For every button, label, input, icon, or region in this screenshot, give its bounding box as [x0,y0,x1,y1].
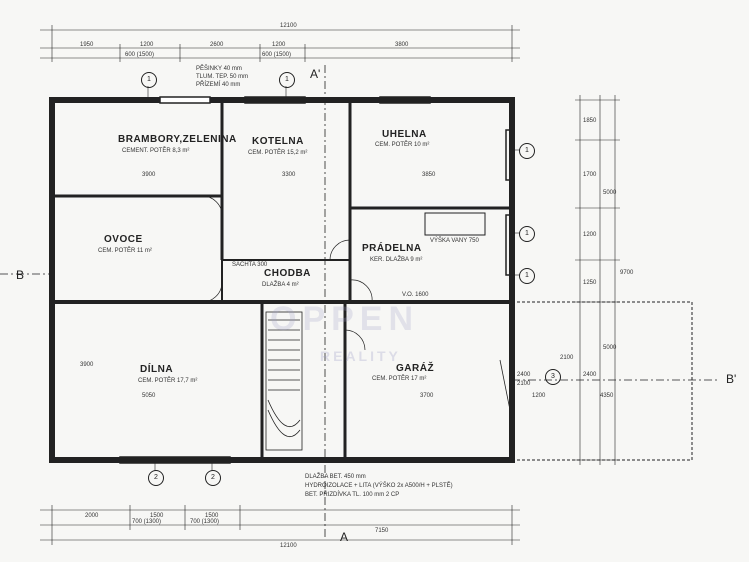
dim-room-2: 3300 [282,172,296,178]
room-name-ovoce: OVOCE [104,234,143,245]
dim-right-part-2: 1700 [583,172,597,178]
staircase [265,311,303,451]
garage-extension [511,301,693,461]
dim-room-3: 3850 [422,172,436,178]
note-top-3: PŘÍZEMÍ 40 mm [196,82,241,88]
dim-right-part-3: 1200 [583,232,597,238]
dim-room-12: 5000 [603,345,617,351]
dim-right-part-4: 1250 [583,280,597,286]
axis-bubble-1-right-c: 1 [519,268,535,284]
dim-top-part-1: 1950 [80,42,94,48]
dim-room-7: 3700 [420,393,434,399]
room-name-kotelna: KOTELNA [252,136,304,147]
dim-room-9: 2100 [517,381,531,387]
room-floor-pradelna: KER. DLAŽBA 9 m² [370,257,423,263]
room-floor-brambory: CEMENT. POTĚR 8,3 m² [122,148,190,154]
dim-top-part-5: 3800 [395,42,409,48]
axis-bubble-1-top-left: 1 [141,72,157,88]
note-bottom-2: HYDROIZOLACE + LITA (VÝŠKO 2x A500/H + P… [305,483,453,489]
dim-bottom-part-1: 2000 [85,513,99,519]
dim-right-part-6: 5000 [603,190,617,196]
doors [199,195,373,351]
axis-bubble-2-right: 2 [205,470,221,486]
room-name-garaz: GARÁŽ [396,363,435,374]
dim-room-5: 3900 [80,362,94,368]
watermark-sub: REALITY [320,348,401,364]
dim-room-6: 1200 [532,393,546,399]
dim-right-part-1: 1850 [583,118,597,124]
dim-room-4: 5050 [142,393,156,399]
note-bottom-1: DLAŽBA BET. 450 mm [305,474,366,480]
dim-room-10: 4350 [600,393,614,399]
room-name-dilna: DÍLNA [140,364,174,375]
axis-bubble-1-top-right: 1 [279,72,295,88]
room-floor-uhelna: CEM. POTĚR 10 m² [375,142,430,148]
axis-bubble-1-right-b: 1 [519,226,535,242]
room-floor-ovoce: CEM. POTĚR 11 m² [98,248,152,254]
dim-top-part-4: 1200 [272,42,286,48]
dim-right-total: 9700 [620,270,634,276]
note-vana: VÝŠKA VANY 750 [430,238,479,244]
dim-top-small-1: 600 (1500) [125,52,155,58]
dim-bottom-small-2: 700 (1300) [190,519,220,525]
top-dimensions [40,25,520,62]
section-marker-b-left: B [16,268,25,282]
room-floor-dilna: CEM. POTĚR 17,7 m² [138,378,198,384]
note-bottom-3: BET. PŘIZDÍVKA TL. 100 mm 2 CP [305,492,400,498]
axis-bubble-1-right-a: 1 [519,143,535,159]
room-floor-kotelna: CEM. POTĚR 15,2 m² [248,150,308,156]
watermark-logo: OPPEN [270,300,420,338]
section-marker-a-top: A' [310,67,321,81]
room-name-pradelna: PRÁDELNA [362,243,422,254]
note-top-2: TLUM. TEP. 50 mm [196,74,249,80]
right-dimensions [575,95,620,465]
dim-bottom-part-3: 1500 [205,513,219,519]
section-marker-a-bottom: A [340,530,349,544]
bubble-leaders [147,86,520,470]
garage-door-swing [499,359,513,421]
note-top-1: PĚŠINKY 40 mm [196,66,242,72]
room-name-brambory: BRAMBORY,ZELENINA [118,134,237,145]
note-vo: V.O. 1600 [402,292,429,298]
dim-bottom-small-1: 700 (1300) [132,519,162,525]
dim-top-part-2: 1200 [140,42,154,48]
room-floor-garaz: CEM. POTĚR 17 m² [372,376,427,382]
dim-top-small-2: 600 (1500) [262,52,292,58]
room-floor-chodba: DLAŽBA 4 m² [262,282,299,288]
axis-bubble-2-left: 2 [148,470,164,486]
axis-bubble-3: 3 [545,369,561,385]
dim-top-part-3: 2600 [210,42,224,48]
dim-room-11: 2100 [560,355,574,361]
section-marker-b-right: B' [726,372,737,386]
bottom-dimensions [40,505,520,545]
room-name-chodba: CHODBA [264,268,311,279]
dim-bottom-total: 12100 [280,543,297,549]
dim-room-8: 2400 [517,372,531,378]
outer-wall [49,97,515,463]
dim-right-part-5: 2400 [583,372,597,378]
dim-bottom-part-4: 7150 [375,528,389,534]
dim-bottom-part-2: 1500 [150,513,164,519]
room-name-uhelna: UHELNA [382,129,427,140]
bathtub [424,212,486,236]
windows [119,96,513,464]
dim-top-total: 12100 [280,23,297,29]
dim-room-1: 3900 [142,172,156,178]
note-sachta: ŠACHTA 300 [232,262,268,268]
